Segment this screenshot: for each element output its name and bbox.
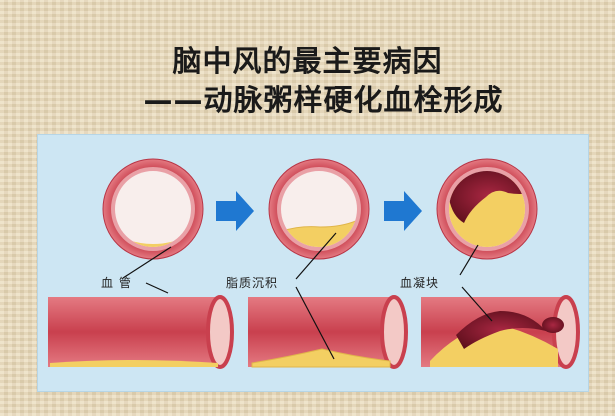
cross-section-clot	[436, 158, 538, 260]
tube-clot	[421, 295, 580, 369]
leader-lines	[122, 232, 493, 360]
right-arrow-icon	[384, 191, 422, 231]
tube-normal	[48, 295, 234, 369]
right-arrow-icon	[216, 191, 254, 231]
cross-section-normal	[102, 158, 204, 260]
cross-section-lipid	[268, 158, 370, 260]
title-line-2: ——动脉粥样硬化血栓形成	[143, 83, 504, 117]
diagram-panel: 血 管 脂质沉积 血凝块	[37, 134, 589, 392]
tube-lipid	[248, 295, 408, 369]
diagram-svg	[48, 158, 580, 369]
label-clot: 血凝块	[400, 276, 440, 290]
label-lipid-deposit: 脂质沉积	[226, 276, 279, 290]
title-line-1: 脑中风的最主要病因	[172, 44, 443, 78]
title-block: 脑中风的最主要病因 ——动脉粥样硬化血栓形成	[0, 0, 615, 130]
label-vessel: 血 管	[101, 276, 132, 290]
